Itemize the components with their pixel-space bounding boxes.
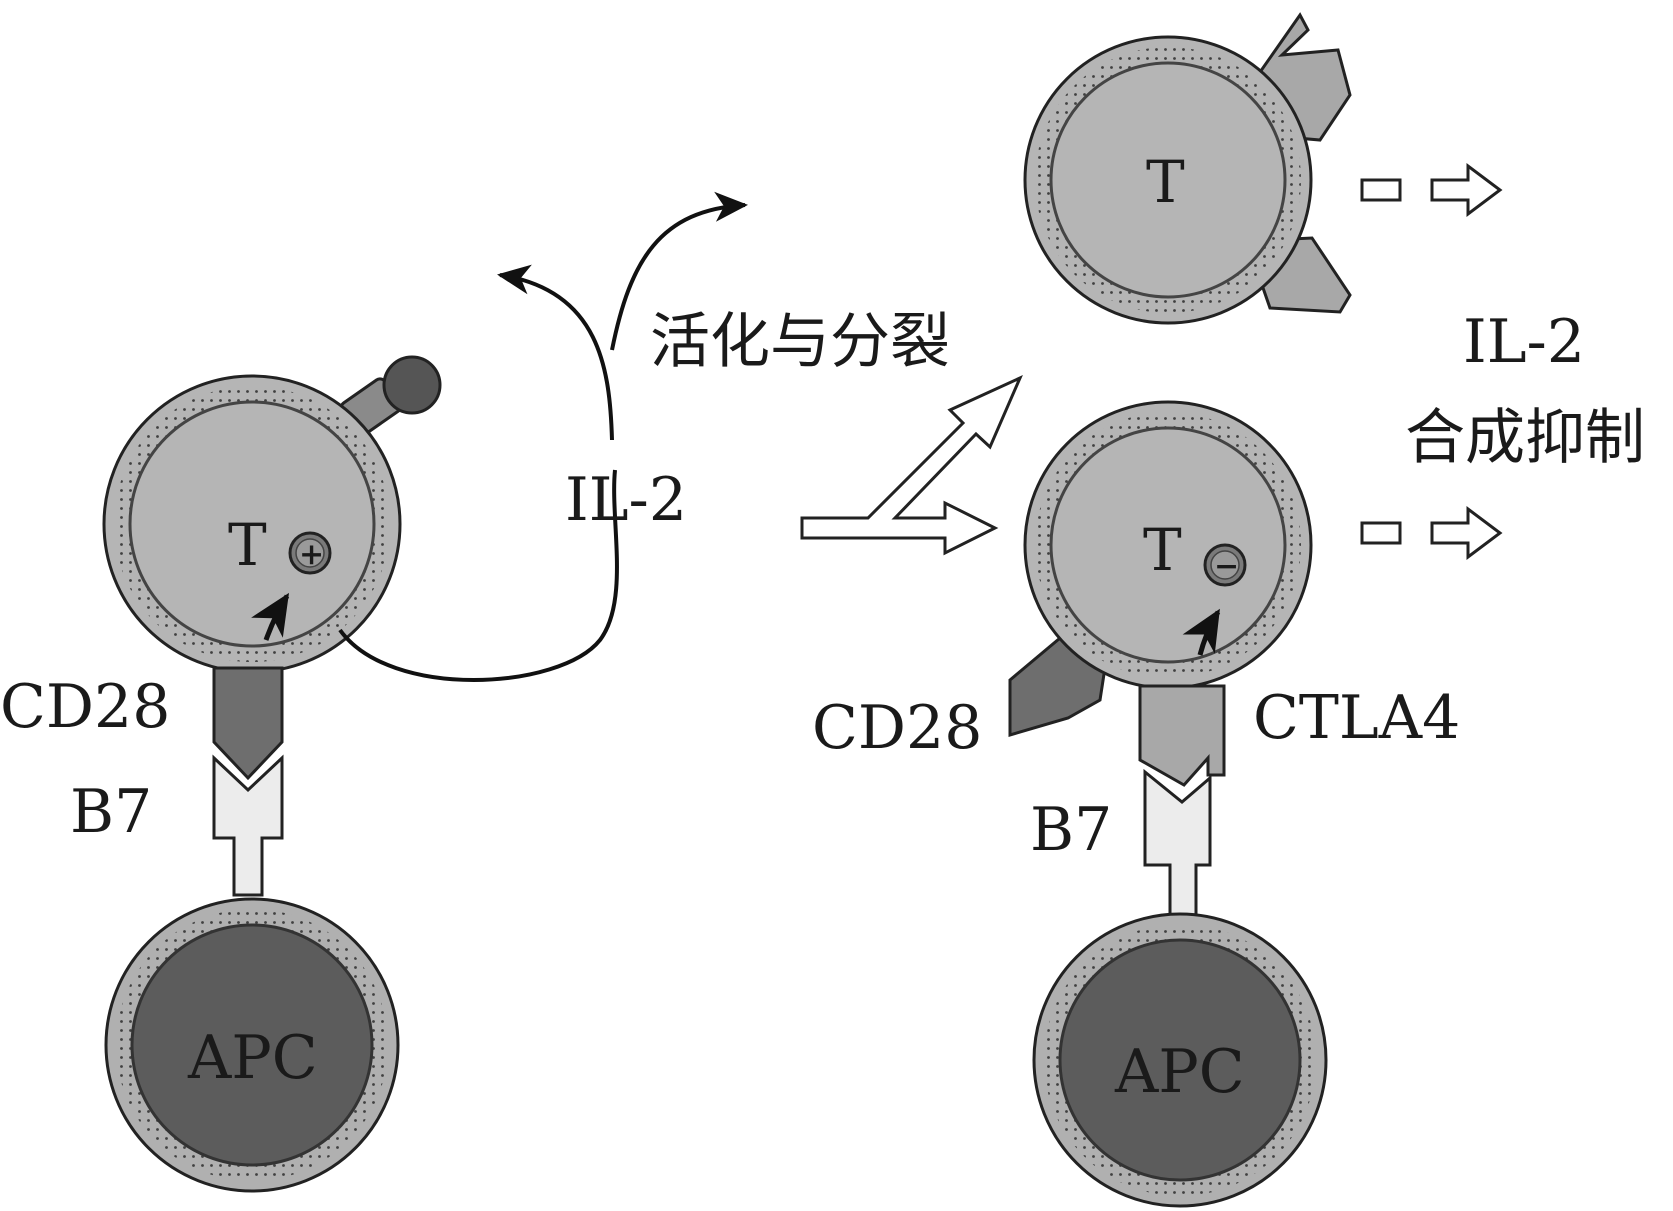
right-top-t-cell-group: T	[1023, 12, 1352, 325]
left-cd28-label: CD28	[0, 672, 170, 742]
left-signal-arrow	[251, 592, 290, 641]
left-plus-sign: +	[299, 537, 324, 572]
right-apc-label: APC	[1114, 1037, 1245, 1107]
right-signal-arrow	[1182, 608, 1221, 656]
left-t-cell-group: T +	[102, 355, 442, 674]
right-b7-label: B7	[1030, 795, 1112, 865]
right-bottom-t-cell-inner	[1049, 426, 1287, 664]
right-top-inhibited-arrow	[1360, 163, 1503, 217]
right-il2-label: IL-2	[1463, 307, 1585, 377]
right-apc-cell: APC	[1032, 912, 1328, 1208]
right-ctla4-label: CTLA4	[1253, 683, 1460, 753]
right-bottom-t-cell-label: T	[1143, 516, 1182, 584]
activation-division-label: 活化与分裂	[650, 307, 950, 377]
right-b7-ligand	[1143, 768, 1212, 917]
right-bottom-inhibited-arrow	[1360, 506, 1503, 560]
right-top-t-cell-inner	[1049, 61, 1287, 299]
right-bottom-t-cell-group: T −	[1008, 400, 1313, 738]
il2-secretion-curve	[338, 469, 619, 682]
left-t-cell-inner	[128, 400, 376, 648]
left-t-cell-label: T	[228, 511, 267, 579]
right-minus-sign: −	[1214, 549, 1239, 584]
left-cd28-receptor	[212, 666, 284, 781]
synthesis-inhibition-label: 合成抑制	[1405, 403, 1645, 473]
left-b7-ligand	[212, 754, 284, 897]
forked-hollow-arrow	[800, 375, 1023, 556]
left-apc-cell: APC	[104, 897, 400, 1193]
left-apc-label: APC	[187, 1023, 318, 1093]
right-cd28-label: CD28	[812, 693, 982, 763]
left-il2-label: IL-2	[565, 465, 687, 535]
right-ctla4-receptor	[1138, 684, 1226, 787]
left-b7-label: B7	[70, 777, 152, 847]
il2-arrow-left-branch	[497, 264, 614, 441]
il2-arrow-right-branch	[610, 191, 748, 351]
right-top-t-cell-label: T	[1146, 148, 1185, 216]
